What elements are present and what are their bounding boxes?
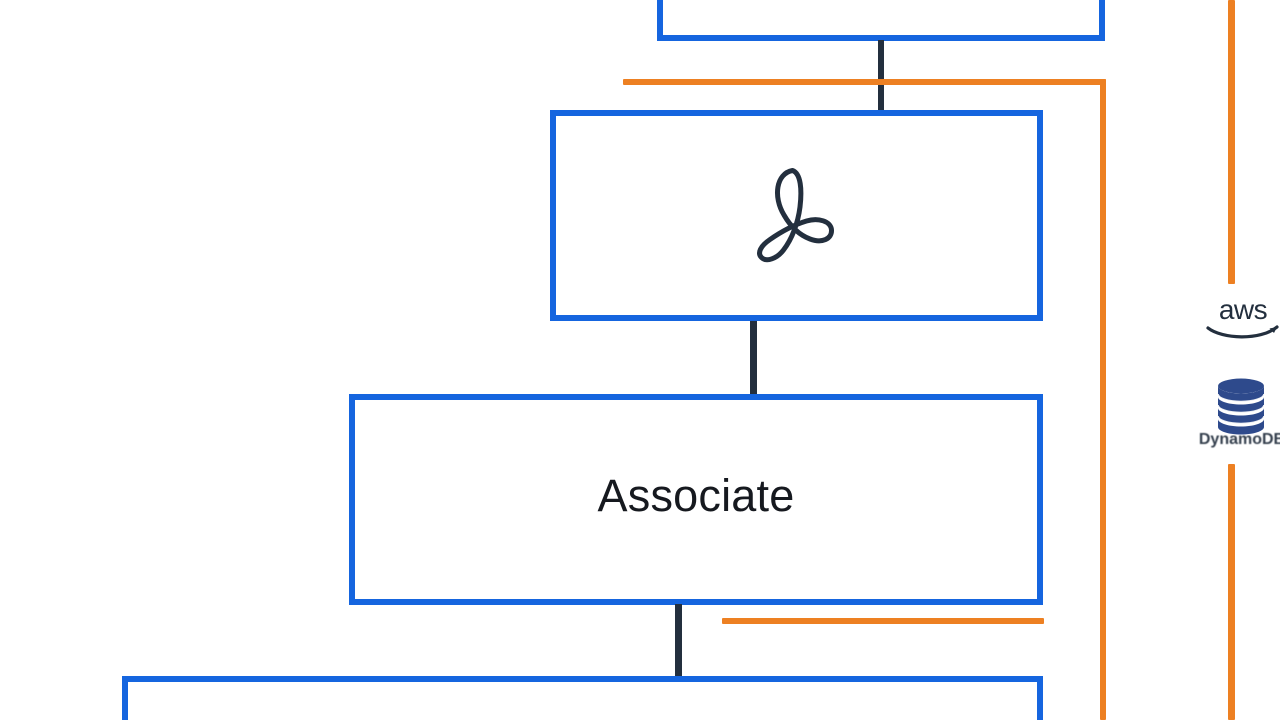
dynamodb-caption: DynamoDB: [1198, 431, 1280, 448]
dynamodb-database-icon: [1217, 378, 1265, 435]
node-associate-label: Associate: [597, 470, 795, 521]
orange-right-rail: [1100, 79, 1106, 720]
orange-far-right-lower: [1228, 464, 1235, 720]
node-top-box[interactable]: [657, 0, 1105, 41]
node-associate-box[interactable]: Associate: [349, 394, 1043, 605]
connector-top-to-icon: [878, 40, 884, 112]
connector-icon-to-associate: [750, 321, 757, 395]
svg-text:aws: aws: [1219, 297, 1267, 325]
aws-logo: aws: [1206, 297, 1279, 339]
orange-top-rail: [623, 79, 1106, 85]
orange-lower-rail: [722, 618, 1044, 624]
node-bottom-box[interactable]: [122, 676, 1043, 720]
orange-far-right-upper: [1228, 0, 1235, 284]
connector-associate-to-bottom: [675, 604, 682, 678]
knot-loop-icon: [757, 168, 834, 263]
